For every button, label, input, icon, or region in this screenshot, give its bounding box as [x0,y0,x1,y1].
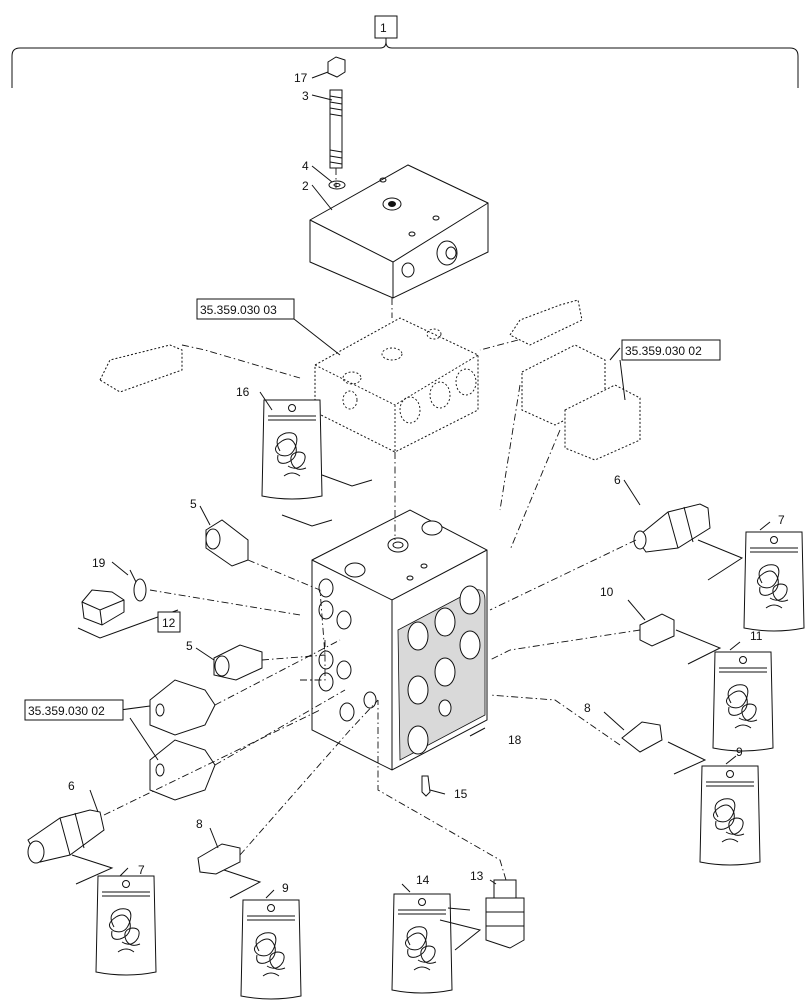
label-17: 17 [294,71,308,85]
label-11: 11 [750,629,763,643]
label-3: 3 [302,89,309,103]
valve-8-right [621,721,663,753]
seal-kit-bag-9-left [240,899,302,1000]
label-9-right: 9 [736,745,743,759]
screw-15 [421,775,431,797]
washer [328,180,346,190]
label-8-right: 8 [584,701,591,715]
seal-kit-bag-7-left [95,875,157,976]
middle-valve-section [314,317,479,453]
label-18: 18 [508,733,522,747]
label-ref-right: 35.359.030 02 [625,344,702,358]
pressure-switch-6-left [27,809,105,864]
stud-bolt [329,89,343,169]
valve-8-left [197,843,241,875]
label-5-lower: 5 [186,639,193,653]
main-valve-block [311,509,488,771]
phantom-fitting-left [99,344,183,393]
label-6-right: 6 [614,473,621,487]
leader-lines [89,71,771,899]
kit-12-callout [77,609,181,639]
ref-box-right [621,339,721,361]
label-19: 19 [92,556,106,570]
callout-ticks [71,474,744,951]
label-15: 15 [454,787,468,801]
seal-kit-bag-16 [261,399,323,500]
label-ref-left: 35.359.030 02 [28,704,105,718]
plug-12 [81,589,125,626]
label-4: 4 [302,159,309,173]
pressure-switch-6-right [633,503,711,553]
phantom-fitting-right [509,299,583,346]
part-labels: 1 12 35.359.030 03 35.359.030 02 35.359.… [28,21,785,895]
cartridge-left-lower [149,739,216,801]
label-14: 14 [416,873,430,887]
fitting-10 [639,613,675,647]
relief-valve-13 [485,879,525,949]
ref-box-left [24,699,124,721]
label-10: 10 [600,585,614,599]
phantom-cartridge-right [521,344,641,461]
spool-5-lower [213,644,263,681]
label-9-left: 9 [282,881,289,895]
label-ref-top: 35.359.030 03 [200,303,277,317]
o-ring-19 [133,578,147,602]
label-6-left: 6 [68,779,75,793]
ref-box-top [196,298,295,320]
label-7-left: 7 [138,863,145,877]
seal-kit-bag-7-right [743,531,805,632]
label-5-upper: 5 [190,497,197,511]
seal-kit-bag-9-right [699,765,761,866]
label-7-right: 7 [778,513,785,527]
label-assembly: 1 [380,21,387,35]
assembly-centerlines [103,168,641,881]
seal-kit-bag-11 [712,651,774,752]
spool-5-upper [205,519,249,567]
cartridge-left-upper [149,679,216,736]
label-16: 16 [236,385,250,399]
label-13: 13 [470,869,484,883]
label-2: 2 [302,179,309,193]
nut [327,56,346,78]
label-kit-12: 12 [162,616,176,630]
assembly-bracket [11,15,799,88]
top-cover-plate [309,164,489,299]
label-8-left: 8 [196,817,203,831]
seal-kit-bag-14 [391,893,453,994]
